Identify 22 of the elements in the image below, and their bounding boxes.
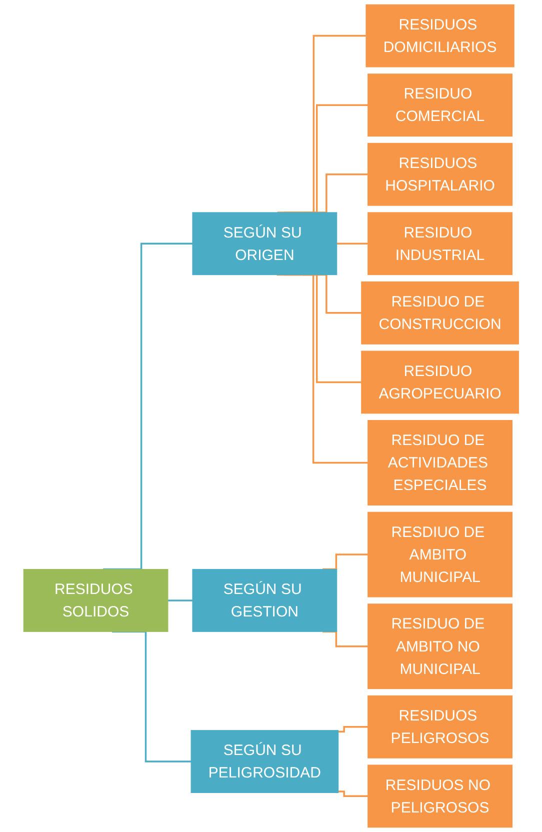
node-box: RESIDUO DE CONSTRUCCION: [360, 281, 519, 344]
node-box: RESIDUOS DOMICILIARIOS: [366, 4, 514, 68]
connector: [338, 726, 368, 732]
node-box: RESIDUOS SOLIDOS: [23, 569, 168, 632]
connector: [322, 554, 368, 570]
node-box: RESIDUO COMERCIAL: [367, 74, 512, 137]
node-box: RESIDUO INDUSTRIAL: [367, 212, 512, 276]
node-box: RESIDUOS NO PELIGROSOS: [367, 764, 512, 828]
node-box: RESDIUO DE AMBITO MUNICIPAL: [367, 512, 512, 598]
node-box: RESIDUOS HOSPITALARIO: [367, 142, 512, 206]
node-box: SEGÚN SU ORIGEN: [192, 212, 337, 276]
node-box: SEGÚN SU PELIGROSIDAD: [190, 730, 338, 794]
node-box: RESIDUOS PELIGROSOS: [367, 695, 512, 758]
node-box: SEGÚN SU GESTION: [192, 569, 337, 632]
node-box: RESIDUO AGROPECUARIO: [360, 350, 519, 414]
connector: [276, 274, 368, 464]
connector: [102, 242, 192, 570]
connector: [336, 242, 368, 245]
connector: [338, 790, 368, 798]
connector: [168, 600, 192, 602]
node-box: RESIDUO DE AMBITO NO MUNICIPAL: [367, 604, 512, 690]
node-box: RESIDUO DE ACTIVIDADES ESPECIALES: [367, 420, 512, 506]
